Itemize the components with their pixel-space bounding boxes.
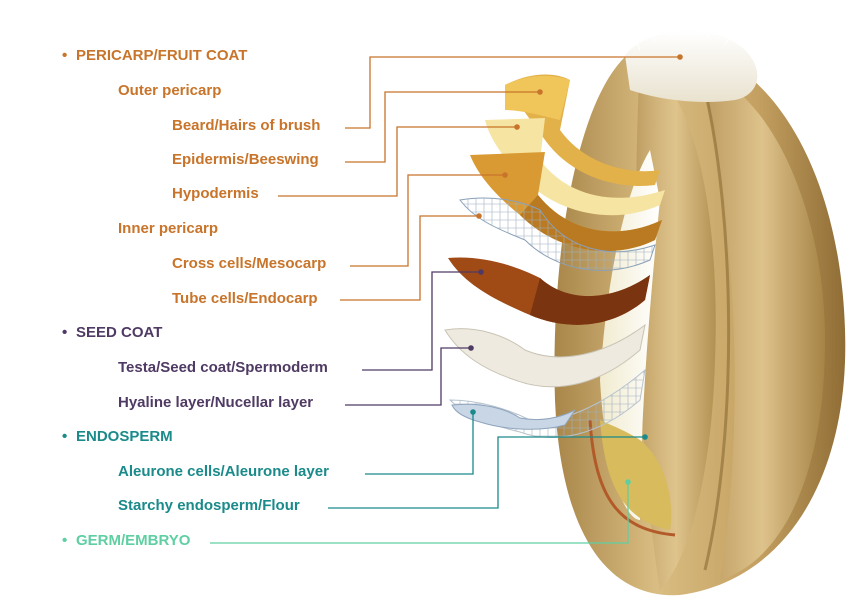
- layer-tube-cells-shade: [530, 275, 650, 325]
- bullet-endosperm: •: [62, 428, 67, 445]
- label-pericarp: PERICARP/FRUIT COAT: [76, 47, 247, 64]
- leader-dots: [468, 54, 683, 485]
- label-hyaline: Hyaline layer/Nucellar layer: [118, 394, 313, 411]
- label-testa: Testa/Seed coat/Spermoderm: [118, 359, 328, 376]
- germ-edge: [588, 419, 676, 537]
- labels: • PERICARP/FRUIT COAT Outer pericarp Bea…: [62, 47, 329, 549]
- leader-dot-hyaline: [468, 345, 474, 351]
- layer-hypodermis: [470, 152, 662, 252]
- leader-line-hyaline: [345, 347, 471, 406]
- peeled-layers: [444, 74, 665, 438]
- leader-dot-cross: [502, 172, 508, 178]
- label-seed-coat: SEED COAT: [76, 324, 162, 341]
- label-starchy: Starchy endosperm/Flour: [118, 497, 300, 514]
- leader-dot-testa: [478, 269, 484, 275]
- leader-line-aleurone: [365, 412, 474, 475]
- label-endosperm: ENDOSPERM: [76, 428, 173, 445]
- leader-line-cross: [350, 174, 505, 267]
- layer-testa: [444, 323, 646, 388]
- bullet-seed-coat: •: [62, 324, 67, 341]
- leader-line-beard: [345, 56, 680, 129]
- leader-dot-epidermis: [537, 89, 543, 95]
- label-germ: GERM/EMBRYO: [76, 532, 191, 549]
- label-beard: Beard/Hairs of brush: [172, 117, 320, 134]
- label-outer-pericarp: Outer pericarp: [118, 82, 221, 99]
- kernel-crease: [703, 89, 731, 571]
- bullet-pericarp: •: [62, 47, 67, 64]
- label-aleurone: Aleurone cells/Aleurone layer: [118, 463, 329, 480]
- layer-aleurone: [451, 403, 576, 430]
- kernel-lobe-right: [700, 70, 825, 580]
- leader-line-starchy: [328, 436, 645, 509]
- leader-dot-hypodermis: [514, 124, 520, 130]
- leader-dot-aleurone: [470, 409, 476, 415]
- leader-dot-tube: [476, 213, 482, 219]
- leader-dot-beard: [677, 54, 683, 60]
- beard-brush: [625, 30, 758, 102]
- germ-embryo-area: [600, 420, 672, 530]
- label-tube-cells: Tube cells/Endocarp: [172, 290, 318, 307]
- label-epidermis: Epidermis/Beeswing: [172, 151, 319, 168]
- leader-line-tube: [340, 215, 479, 301]
- bullet-germ: •: [62, 532, 67, 549]
- label-hypodermis: Hypodermis: [172, 185, 259, 202]
- leader-line-germ: [210, 482, 629, 544]
- leader-line-hypodermis: [278, 126, 517, 197]
- label-cross-cells: Cross cells/Mesocarp: [172, 255, 326, 272]
- leader-line-epidermis: [345, 91, 540, 163]
- leader-lines: [210, 56, 680, 544]
- label-inner-pericarp: Inner pericarp: [118, 220, 218, 237]
- leader-dot-starchy: [642, 434, 648, 440]
- leader-line-testa: [362, 271, 481, 371]
- layer-cross-cells: [459, 197, 656, 271]
- beard-hairs: [631, 13, 739, 51]
- layer-epidermis: [485, 118, 665, 216]
- leader-dot-germ: [625, 479, 631, 485]
- layer-beard-top: [505, 75, 570, 120]
